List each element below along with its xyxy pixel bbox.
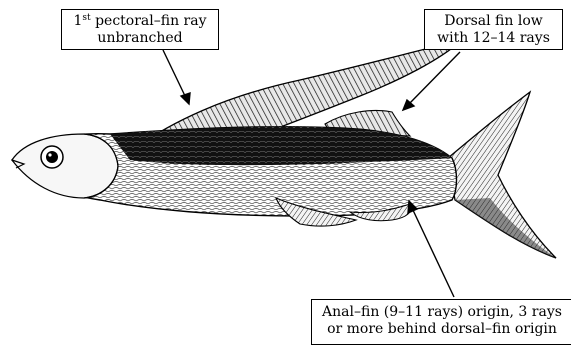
fish-body — [12, 127, 457, 216]
anal-fin-label: Anal–fin (9–11 rays) origin, 3 rays or m… — [311, 299, 571, 345]
anal-label-line-2: or more behind dorsal–fin origin — [312, 321, 571, 338]
pectoral-label-text: pectoral–fin ray — [91, 13, 207, 29]
pectoral-label-line-2: unbranched — [62, 30, 218, 47]
pectoral-label-line-1: 1st pectoral–fin ray — [62, 13, 218, 30]
dorsal-label-line-2: with 12–14 rays — [425, 30, 562, 47]
dorsal-label-line-1: Dorsal fin low — [425, 13, 562, 30]
pectoral-pointer-arrow — [163, 50, 190, 104]
pectoral-fin-label: 1st pectoral–fin ray unbranched — [61, 9, 219, 50]
dorsal-fin-label: Dorsal fin low with 12–14 rays — [424, 9, 563, 50]
pectoral-label-superscript: st — [82, 13, 90, 23]
caudal-fin — [448, 92, 556, 258]
anal-pointer-arrow — [408, 201, 454, 297]
anal-label-line-1: Anal–fin (9–11 rays) origin, 3 rays — [312, 304, 571, 321]
